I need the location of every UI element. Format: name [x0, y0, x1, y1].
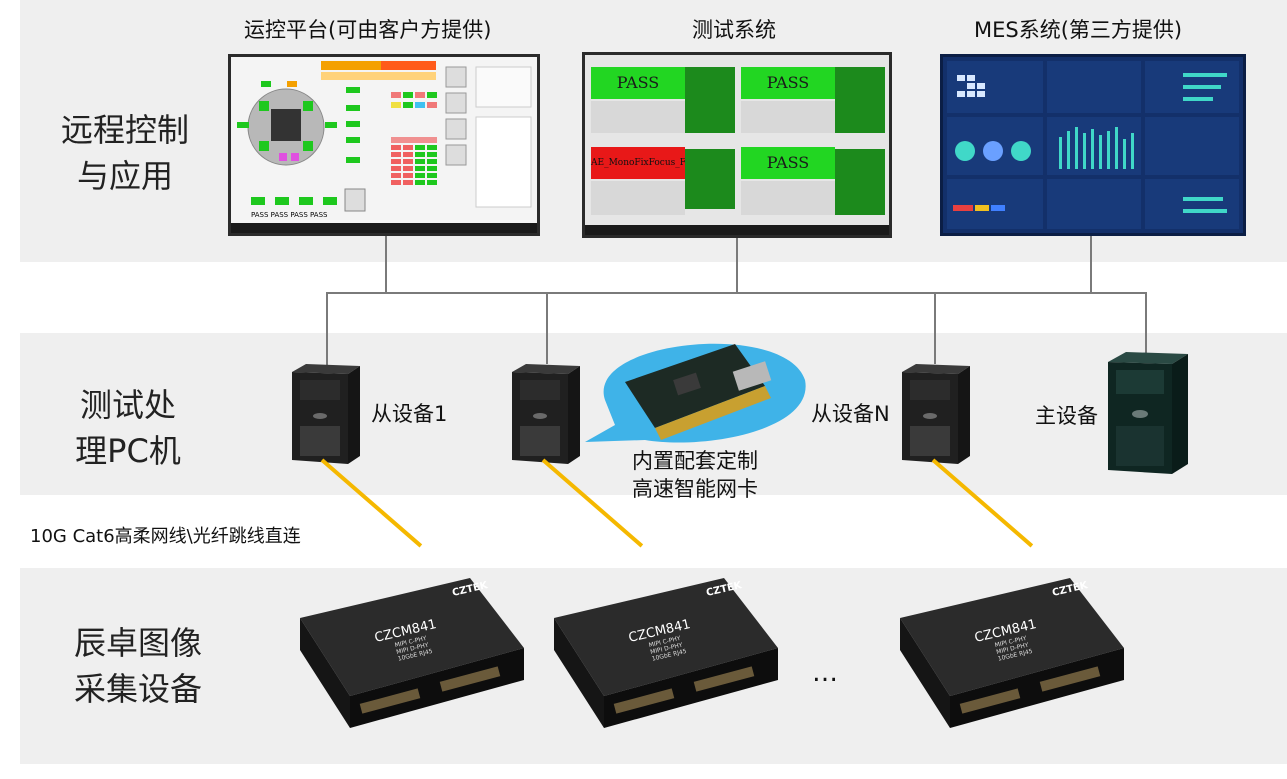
test-panel-1-pass: PASS: [591, 67, 685, 99]
slave-device-1-label: 从设备1: [371, 402, 448, 426]
slave-device-n-label: 从设备N: [811, 402, 890, 426]
control-platform-title: 运控平台(可由客户方提供): [244, 18, 492, 42]
row-label-pc: 测试处 理PC机: [75, 386, 181, 470]
row-label-capture: 辰卓图像 采集设备: [73, 624, 202, 708]
svg-text:PASS PASS PASS PASS: PASS PASS PASS PASS: [251, 211, 328, 219]
network-line-test: [736, 234, 738, 294]
nic-card-icon: [625, 344, 772, 440]
capture-device-1: CZTEK CZCM841 MIPI C-PHY MIPI D-PHY 10Gb…: [300, 578, 524, 728]
cable-note: 10G Cat6高柔网线\光纤跳线直连: [30, 526, 301, 547]
capture-device-3: CZTEK CZCM841 MIPI C-PHY MIPI D-PHY 10Gb…: [900, 578, 1124, 728]
pc-tower-master: [1108, 352, 1188, 474]
control-platform-ui: PASS PASS PASS PASS: [231, 57, 537, 233]
capture-device-2: CZTEK CZCM841 MIPI C-PHY MIPI D-PHY 10Gb…: [554, 578, 778, 728]
mes-system-title: MES系统(第三方提供): [974, 18, 1183, 42]
network-drop-pc2: [546, 292, 548, 364]
nic-card-callout: [585, 343, 806, 443]
test-panel-3-fail: AE_MonoFixFocus_FAIL: [591, 147, 701, 179]
test-panel-4-pass: PASS: [741, 147, 835, 179]
network-drop-slaveN: [934, 292, 936, 364]
network-line-mes: [1090, 234, 1092, 294]
network-line-control: [385, 232, 387, 294]
pc-tower-2: [512, 364, 580, 464]
test-system-title: 测试系统: [692, 18, 776, 42]
row-label-remote: 远程控制 与应用: [60, 111, 189, 195]
pc-tower-slaveN: [902, 364, 970, 464]
test-panel-2-pass: PASS: [741, 67, 835, 99]
network-bus: [326, 292, 1147, 294]
test-system-screen: PASS PASS AE_MonoFixFocus_FAIL PASS: [582, 52, 892, 238]
network-drop-slave1: [326, 292, 328, 366]
control-platform-screen: PASS PASS PASS PASS: [228, 54, 540, 236]
mes-dashboard-screen: [940, 54, 1246, 236]
nic-description-label: 内置配套定制 高速智能网卡: [632, 449, 758, 501]
master-device-label: 主设备: [1035, 404, 1098, 428]
pc-tower-slave1: [292, 364, 360, 464]
more-devices-ellipsis: …: [812, 658, 838, 688]
network-drop-master: [1145, 292, 1147, 354]
mes-dashboard-ui: [943, 57, 1243, 233]
